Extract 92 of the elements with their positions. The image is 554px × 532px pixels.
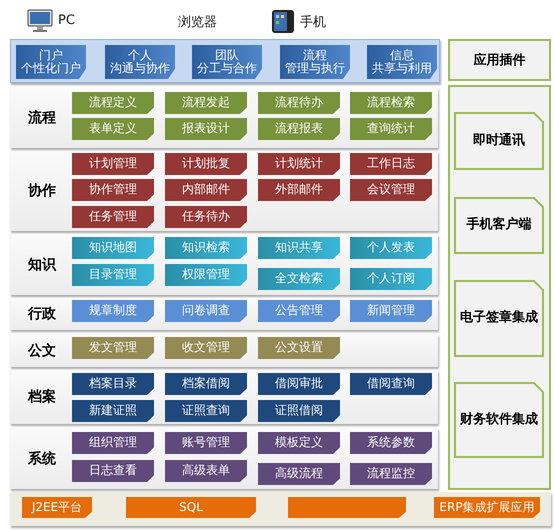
- function-box: 流程发起: [165, 92, 247, 114]
- module-title: 门户: [39, 48, 63, 62]
- row-heading: 协作: [28, 182, 56, 200]
- function-box: 会议管理: [350, 179, 432, 201]
- category-band: [10, 370, 438, 424]
- function-box: 权限管理: [165, 264, 247, 286]
- function-box: 计划管理: [72, 153, 154, 175]
- function-box: 任务待办: [165, 206, 247, 228]
- function-box: 账号管理: [165, 432, 247, 454]
- platform-box: ERP集成扩展应用: [434, 497, 540, 518]
- plugin-card: 电子签章集成: [454, 280, 544, 357]
- function-box: 流程检索: [350, 92, 432, 114]
- function-box: 系统参数: [350, 432, 432, 454]
- platform-box: J2EE平台: [22, 497, 92, 518]
- function-box: 模板定义: [258, 432, 340, 454]
- category-band: [10, 151, 438, 231]
- module-title: 信息: [390, 48, 414, 62]
- function-box: 流程监控: [350, 463, 432, 485]
- function-box: 公文设置: [258, 337, 340, 359]
- module-subtitle: 个性化门户: [21, 62, 81, 76]
- function-box: 计划统计: [258, 153, 340, 175]
- platform-band: [10, 492, 551, 526]
- plugin-card: 即时通讯: [454, 112, 544, 170]
- row-heading: 流程: [28, 109, 56, 127]
- function-box: 外部邮件: [258, 179, 340, 201]
- category-band: [10, 298, 438, 330]
- platform-box: SQL: [126, 497, 256, 518]
- function-box: 借阅审批: [258, 373, 340, 395]
- category-band: [10, 234, 438, 295]
- module-box: [16, 45, 86, 79]
- function-box: 新建证照: [72, 400, 154, 422]
- function-box: 工作日志: [350, 153, 432, 175]
- device-label: PC: [58, 13, 75, 28]
- module-box: [280, 45, 350, 79]
- platform-box: [288, 497, 406, 518]
- function-box: 流程报表: [258, 118, 340, 140]
- function-box: 流程待办: [258, 92, 340, 114]
- function-box: 全文检索: [258, 268, 340, 290]
- function-box: 个人发表: [350, 237, 432, 259]
- function-box: 日志查看: [72, 460, 154, 482]
- plugin-card: 手机客户端: [454, 197, 544, 254]
- function-box: 档案目录: [72, 373, 154, 395]
- category-band: [10, 334, 438, 367]
- function-box: 知识地图: [72, 237, 154, 259]
- function-box: 组织管理: [72, 432, 154, 454]
- module-title: 团队: [215, 48, 239, 62]
- function-box: 知识检索: [165, 237, 247, 259]
- function-box: 目录管理: [72, 264, 154, 286]
- function-box: 查询统计: [350, 118, 432, 140]
- function-box: 证照借阅: [258, 400, 340, 422]
- row-heading: 知识: [28, 256, 56, 274]
- module-subtitle: 沟通与协作: [110, 62, 170, 76]
- function-box: 知识共享: [258, 237, 340, 259]
- module-title: 个人: [128, 48, 152, 62]
- category-band: [10, 428, 438, 489]
- function-box: 任务管理: [72, 206, 154, 228]
- function-box: 档案借阅: [165, 373, 247, 395]
- device-label: 浏览器: [178, 14, 217, 31]
- function-box: 表单定义: [72, 118, 154, 140]
- function-box: 规章制度: [72, 300, 154, 322]
- function-box: 内部邮件: [165, 179, 247, 201]
- function-box: 证照查询: [165, 400, 247, 422]
- module-subtitle: 共享与利用: [372, 62, 432, 76]
- row-heading: 档案: [28, 388, 56, 406]
- module-box: [105, 45, 175, 79]
- function-box: 高级表单: [165, 460, 247, 482]
- function-box: 新闻管理: [350, 300, 432, 322]
- category-band: [10, 88, 438, 148]
- plugin-box: 应用插件: [448, 39, 551, 81]
- function-box: 借阅查询: [350, 373, 432, 395]
- row-heading: 公文: [28, 342, 56, 360]
- function-box: 发文管理: [72, 337, 154, 359]
- module-title: 流程: [303, 48, 327, 62]
- plugin-card: 财务软件集成: [454, 382, 544, 458]
- device-label: 手机: [300, 14, 326, 31]
- function-box: 收文管理: [165, 337, 247, 359]
- module-box: [367, 45, 437, 79]
- function-box: 计划批复: [165, 153, 247, 175]
- function-box: 协作管理: [72, 179, 154, 201]
- row-heading: 系统: [28, 450, 56, 468]
- module-subtitle: 分工与合作: [197, 62, 257, 76]
- function-box: 问卷调查: [165, 300, 247, 322]
- function-box: 报表设计: [165, 118, 247, 140]
- function-box: 个人订阅: [350, 268, 432, 290]
- module-box: [192, 45, 262, 79]
- function-box: 高级流程: [258, 463, 340, 485]
- module-subtitle: 管理与执行: [285, 62, 345, 76]
- plugin-panel: [448, 85, 551, 490]
- row-heading: 行政: [28, 305, 56, 323]
- function-box: 流程定义: [72, 92, 154, 114]
- portal-band: [10, 39, 440, 83]
- function-box: 公告管理: [258, 300, 340, 322]
